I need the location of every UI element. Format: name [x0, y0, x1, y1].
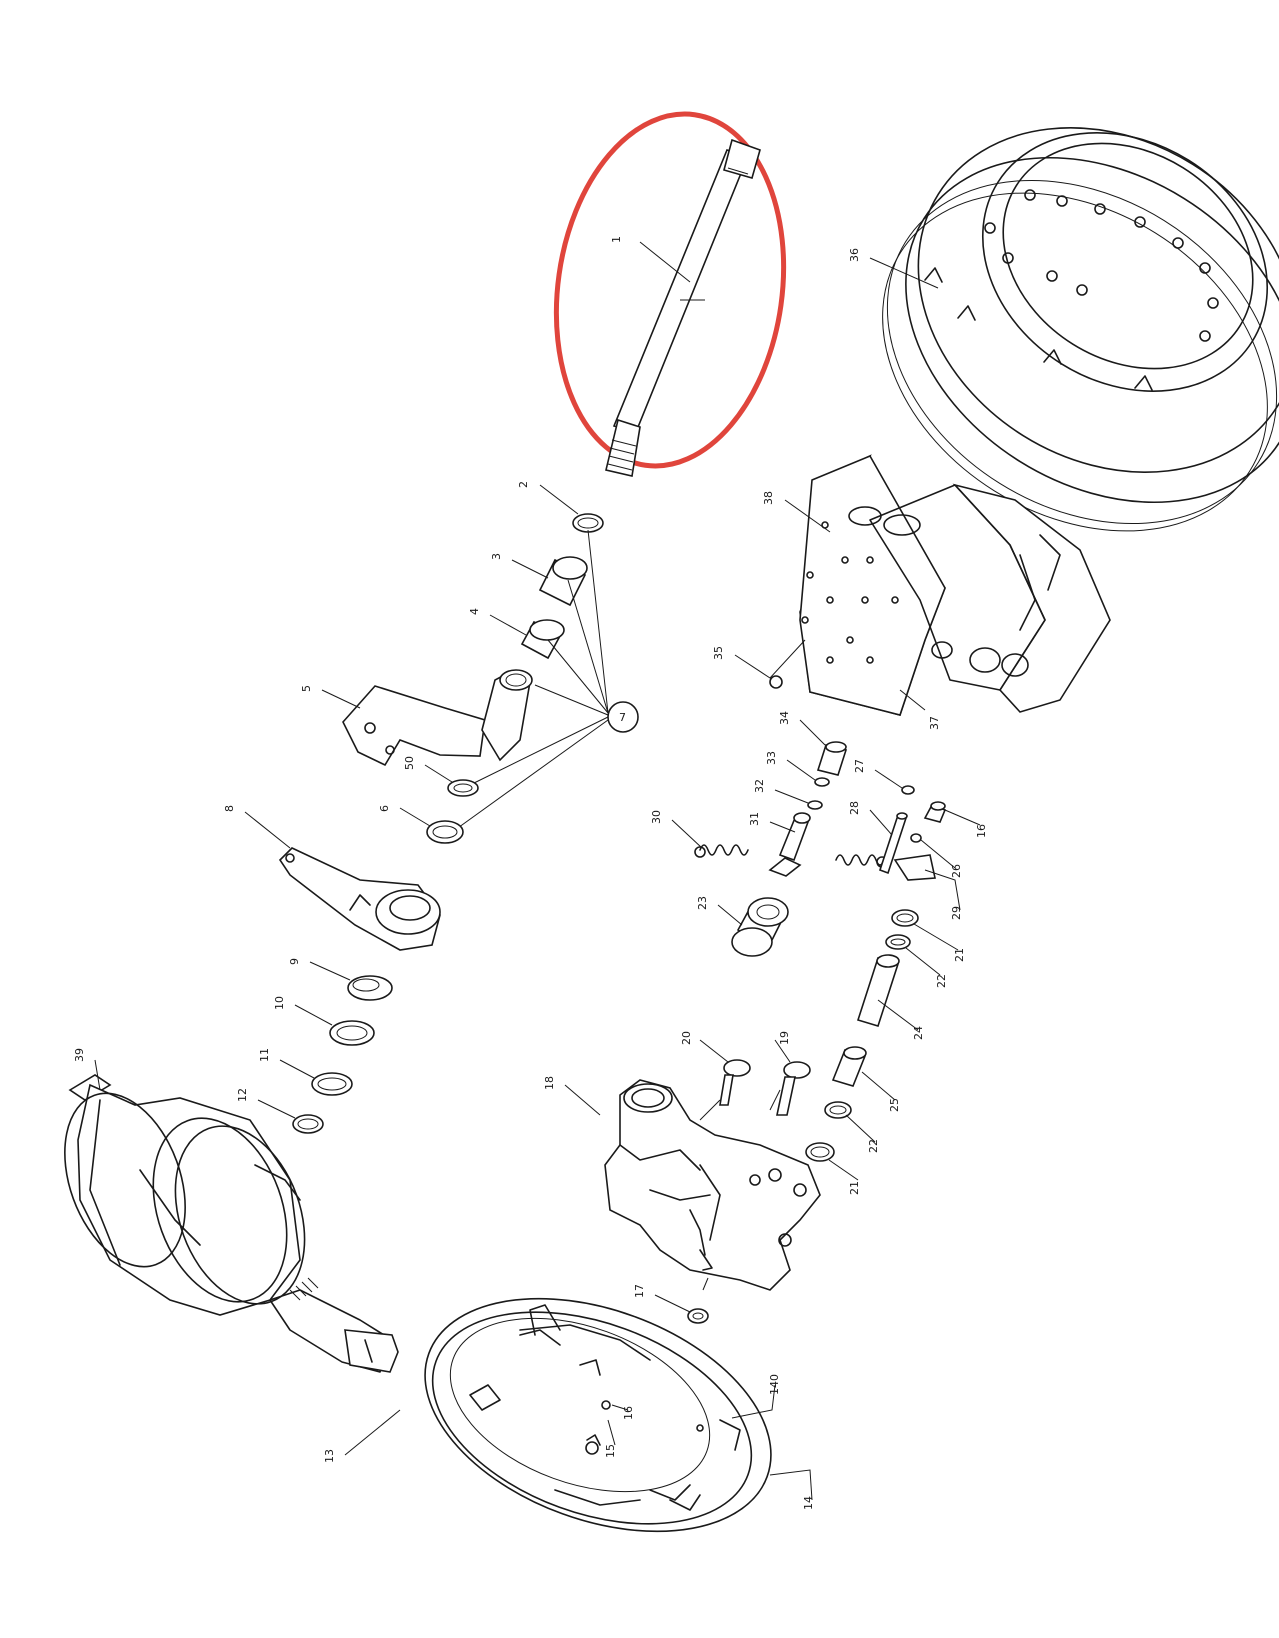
clip-32-part	[807, 800, 823, 810]
washer-21b-part	[805, 1142, 835, 1162]
bush-3-part	[538, 556, 588, 607]
brake-chamber-39-part	[64, 1074, 399, 1373]
label-31: 31	[748, 812, 761, 826]
label-10: 10	[273, 996, 286, 1010]
label-7: 7	[619, 711, 626, 724]
label-12: 12	[236, 1088, 249, 1102]
bush-25-part	[831, 1046, 867, 1087]
bolt-20-part	[719, 1059, 751, 1106]
bracket-5-part	[342, 669, 533, 767]
label-30: 30	[650, 810, 663, 824]
spider-18-part	[604, 1079, 821, 1291]
rivet-35-part	[769, 675, 783, 689]
label-15: 15	[604, 1444, 617, 1458]
label-11: 11	[258, 1048, 271, 1062]
label-38: 38	[762, 491, 775, 505]
pin-31-part	[768, 812, 811, 877]
label-22a: 22	[935, 974, 948, 988]
label-4: 4	[468, 608, 481, 615]
label-32: 32	[753, 779, 766, 793]
label-2: 2	[517, 481, 530, 488]
label-25: 25	[888, 1098, 901, 1112]
washer-11-part	[311, 1072, 353, 1096]
label-9: 9	[288, 958, 301, 965]
washer-22a-part	[885, 934, 911, 950]
label-13: 13	[323, 1449, 336, 1463]
label-37: 37	[928, 716, 941, 730]
washer-9-part	[347, 975, 393, 1001]
clip-27-part	[901, 785, 915, 795]
label-33: 33	[765, 751, 778, 765]
label-22b: 22	[867, 1139, 880, 1153]
label-35: 35	[712, 646, 725, 660]
label-17: 17	[633, 1284, 646, 1298]
label-39: 39	[73, 1048, 86, 1062]
bolt-16a-part	[923, 801, 947, 823]
slack-adjuster-8-part	[278, 847, 441, 951]
pin-28-part	[879, 812, 908, 875]
label-1: 1	[610, 236, 623, 243]
brake-shoe-part	[799, 454, 1111, 716]
bush-4-part	[520, 619, 565, 660]
washer-6-part	[426, 820, 464, 844]
brake-drum-part	[882, 127, 1279, 532]
label-24: 24	[912, 1026, 925, 1040]
label-16b: 16	[622, 1406, 635, 1420]
label-16a: 16	[975, 824, 988, 838]
clip-26-part	[910, 833, 922, 843]
label-29: 29	[950, 906, 963, 920]
label-21b: 21	[848, 1181, 861, 1195]
label-19: 19	[778, 1031, 791, 1045]
roller-23-part	[731, 897, 789, 957]
label-34: 34	[778, 711, 791, 725]
label-14: 14	[802, 1496, 815, 1510]
label-3: 3	[490, 553, 503, 560]
pin-24-part	[856, 954, 900, 1027]
label-50: 50	[403, 756, 416, 770]
label-6: 6	[378, 805, 391, 812]
washer-50-part	[447, 779, 479, 797]
plate-29-part	[893, 854, 936, 881]
label-140: 140	[768, 1374, 781, 1395]
label-21a: 21	[953, 948, 966, 962]
label-20: 20	[680, 1031, 693, 1045]
nut-17-part	[687, 1308, 709, 1324]
ring-12-part	[292, 1114, 324, 1134]
bolt-19-part	[776, 1061, 811, 1116]
label-5: 5	[300, 685, 313, 692]
camshaft-part	[605, 138, 761, 477]
highlight-ellipse	[553, 111, 787, 469]
label-27: 27	[853, 759, 866, 773]
roller-34-part	[816, 741, 848, 776]
washer-22b-part	[824, 1101, 852, 1119]
label-18: 18	[543, 1076, 556, 1090]
label-26: 26	[950, 864, 963, 878]
label-8: 8	[223, 805, 236, 812]
washer-10-part	[329, 1020, 375, 1046]
label-28: 28	[848, 801, 861, 815]
label-36: 36	[848, 248, 861, 262]
label-23: 23	[696, 896, 709, 910]
washer-21a-part	[891, 909, 919, 927]
backing-plate-13-part	[424, 1297, 772, 1533]
clip-33-part	[814, 777, 830, 787]
